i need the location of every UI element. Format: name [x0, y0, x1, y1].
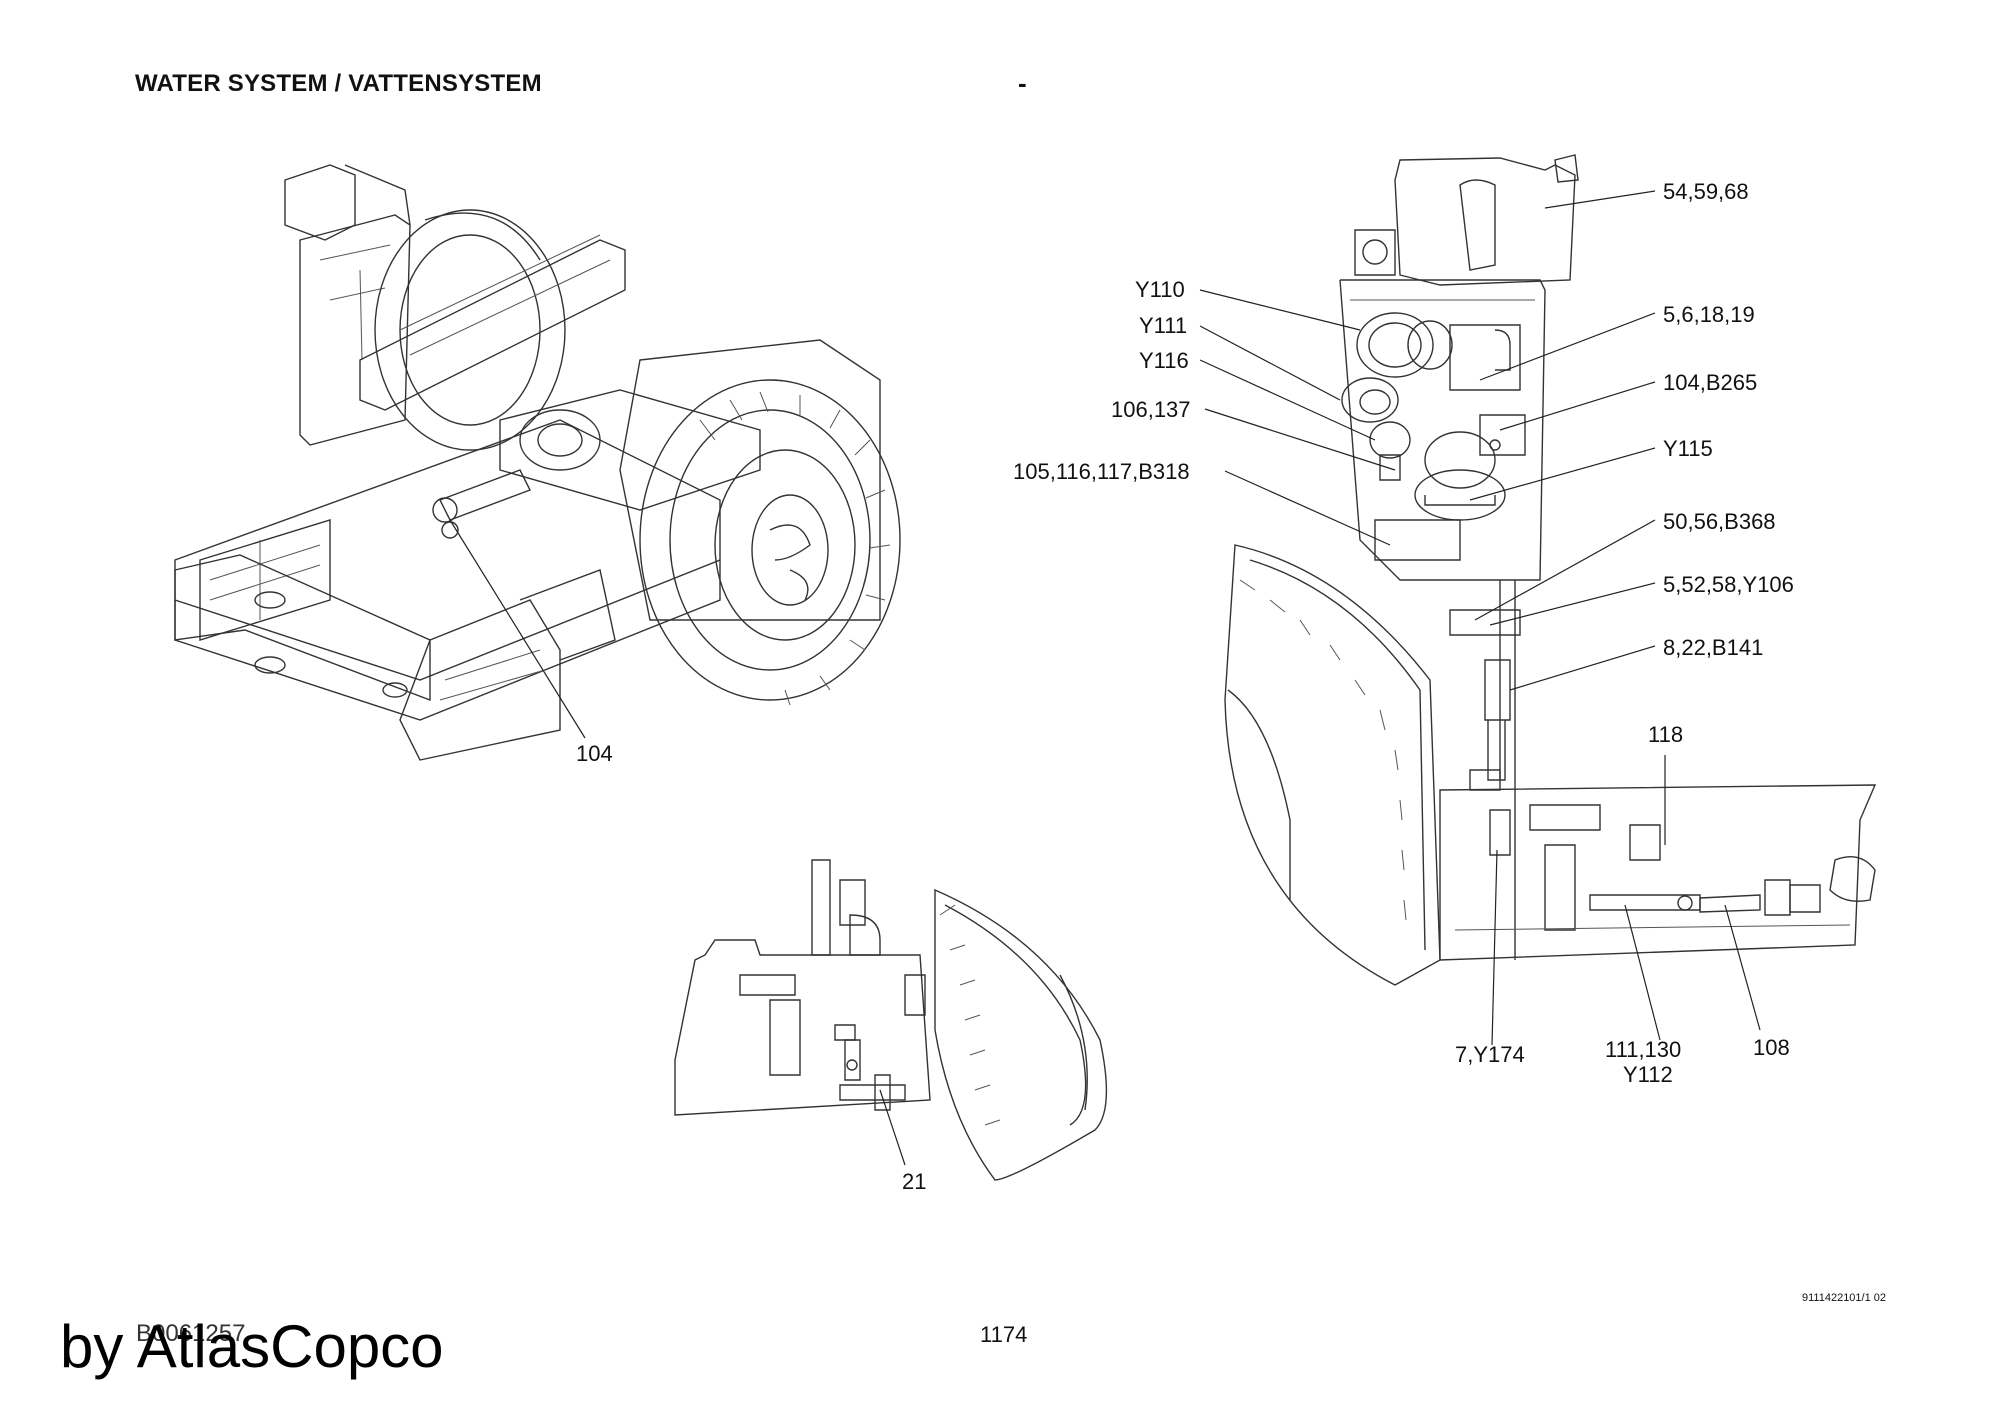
- callout-label: 54,59,68: [1663, 179, 1749, 204]
- callout-label: 104,B265: [1663, 370, 1757, 395]
- callout-label: 104: [576, 741, 613, 766]
- leader-lines: [449, 190, 1761, 1166]
- callout-label: 21: [902, 1169, 926, 1194]
- callout-label: 50,56,B368: [1663, 509, 1776, 534]
- page-subtitle-dash: -: [1018, 68, 1027, 98]
- document-reference: 9111422101/1 02: [1802, 1292, 1887, 1304]
- callout-label: 111,130: [1605, 1037, 1681, 1062]
- roller-frame-view: [174, 164, 901, 761]
- callout-label: 8,22,B141: [1663, 635, 1763, 660]
- callout-label: 7,Y174: [1455, 1042, 1525, 1067]
- drawing-code: B0061257: [136, 1320, 246, 1347]
- detail-view: [674, 859, 1108, 1181]
- page-number: 1174: [980, 1322, 1028, 1347]
- callout-label: Y116: [1139, 348, 1189, 373]
- page-title: WATER SYSTEM / VATTENSYSTEM: [135, 70, 542, 97]
- callout-labels: 54,59,68 Y110 5,6,18,19 Y111 Y116 104,B2…: [576, 179, 1794, 1194]
- callout-label: Y110: [1135, 277, 1185, 302]
- callout-label: 105,116,117,B318: [1013, 459, 1190, 484]
- callout-label: Y111: [1139, 313, 1187, 338]
- callout-label: 106,137: [1111, 397, 1191, 422]
- valve-panel-view: [1224, 154, 1877, 986]
- callout-label: Y112: [1623, 1062, 1673, 1087]
- callout-label: 5,6,18,19: [1663, 302, 1755, 327]
- callout-label: 5,52,58,Y106: [1663, 572, 1794, 597]
- callout-label: 108: [1753, 1035, 1790, 1060]
- watermark: by AtlasCopco: [60, 1313, 444, 1380]
- callout-label: Y115: [1663, 436, 1713, 461]
- callout-label: 118: [1648, 722, 1683, 747]
